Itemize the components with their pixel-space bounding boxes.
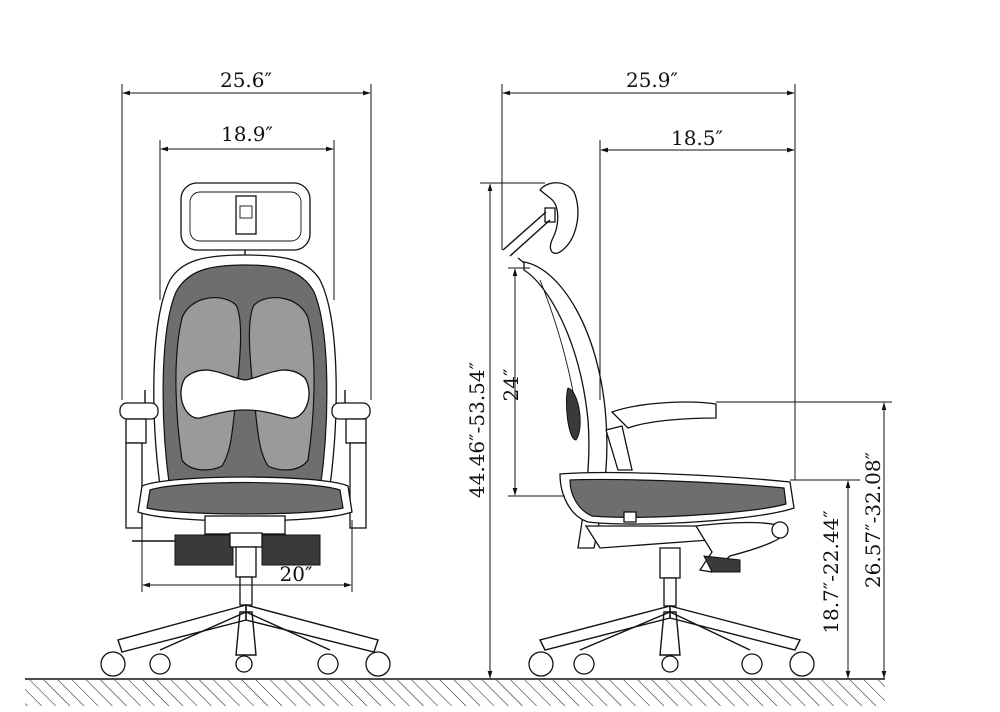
label-side-seat-height: 18.7″-22.44″ [819, 510, 843, 634]
label-front-back-width: 18.9″ [221, 122, 273, 146]
dim-front-overall-width: 25.6″ [121, 68, 372, 400]
dim-front-seat-width: 20″ [141, 520, 353, 592]
floor [25, 678, 885, 706]
label-side-overall-depth: 25.9″ [626, 68, 678, 92]
label-side-back-height: 24″ [499, 369, 523, 402]
label-front-seat-width: 20″ [280, 562, 313, 586]
label-side-seat-depth: 18.5″ [671, 126, 723, 150]
dim-side-seat-depth: 18.5″ [599, 126, 795, 400]
dim-side-overall-depth: 25.9″ [501, 68, 796, 480]
dim-side-back-height: 24″ [499, 267, 565, 497]
label-side-armrest-height: 26.57″-32.08″ [861, 452, 885, 588]
dim-side-armrest-height: 26.57″-32.08″ [716, 401, 892, 679]
label-front-overall-width: 25.6″ [220, 68, 272, 92]
dim-front-back-width: 18.9″ [159, 122, 335, 300]
dim-side-seat-height: 18.7″-22.44″ [790, 479, 860, 679]
label-side-total-height: 44.46″-53.54″ [465, 362, 489, 498]
front-view-chair [100, 182, 391, 677]
dim-side-total-height: 44.46″-53.54″ [465, 182, 545, 679]
side-view-chair [502, 182, 815, 677]
